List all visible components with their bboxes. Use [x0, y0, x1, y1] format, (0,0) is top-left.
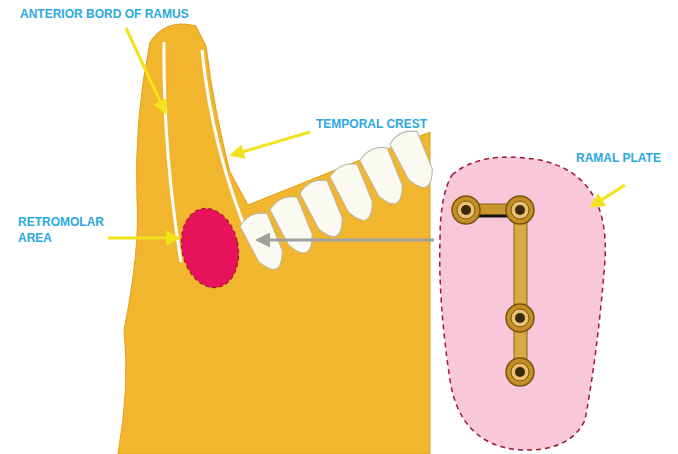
leader-arrow [108, 237, 178, 240]
retromolar-area [174, 203, 245, 293]
screw-hole [506, 196, 534, 224]
ramal-plate [452, 196, 534, 386]
teeth [238, 127, 440, 275]
plate-region [440, 157, 606, 450]
leader-arrow [126, 28, 165, 112]
leader-arrow [592, 185, 625, 206]
tooth [388, 127, 440, 193]
screw-hole [506, 304, 534, 332]
part-label: ANTERIOR BORD OF RAMUS [20, 6, 220, 22]
anterior-border-line [164, 42, 181, 262]
pointer-arrow [258, 239, 434, 242]
part-label: RETROMOLAR AREA [18, 214, 104, 246]
leader-arrow [232, 132, 310, 155]
screw-hole [506, 358, 534, 386]
part-label: RAMAL PLATE [576, 150, 674, 166]
part-label: TEMPORAL CREST [316, 116, 446, 132]
screw-hole [452, 196, 480, 224]
